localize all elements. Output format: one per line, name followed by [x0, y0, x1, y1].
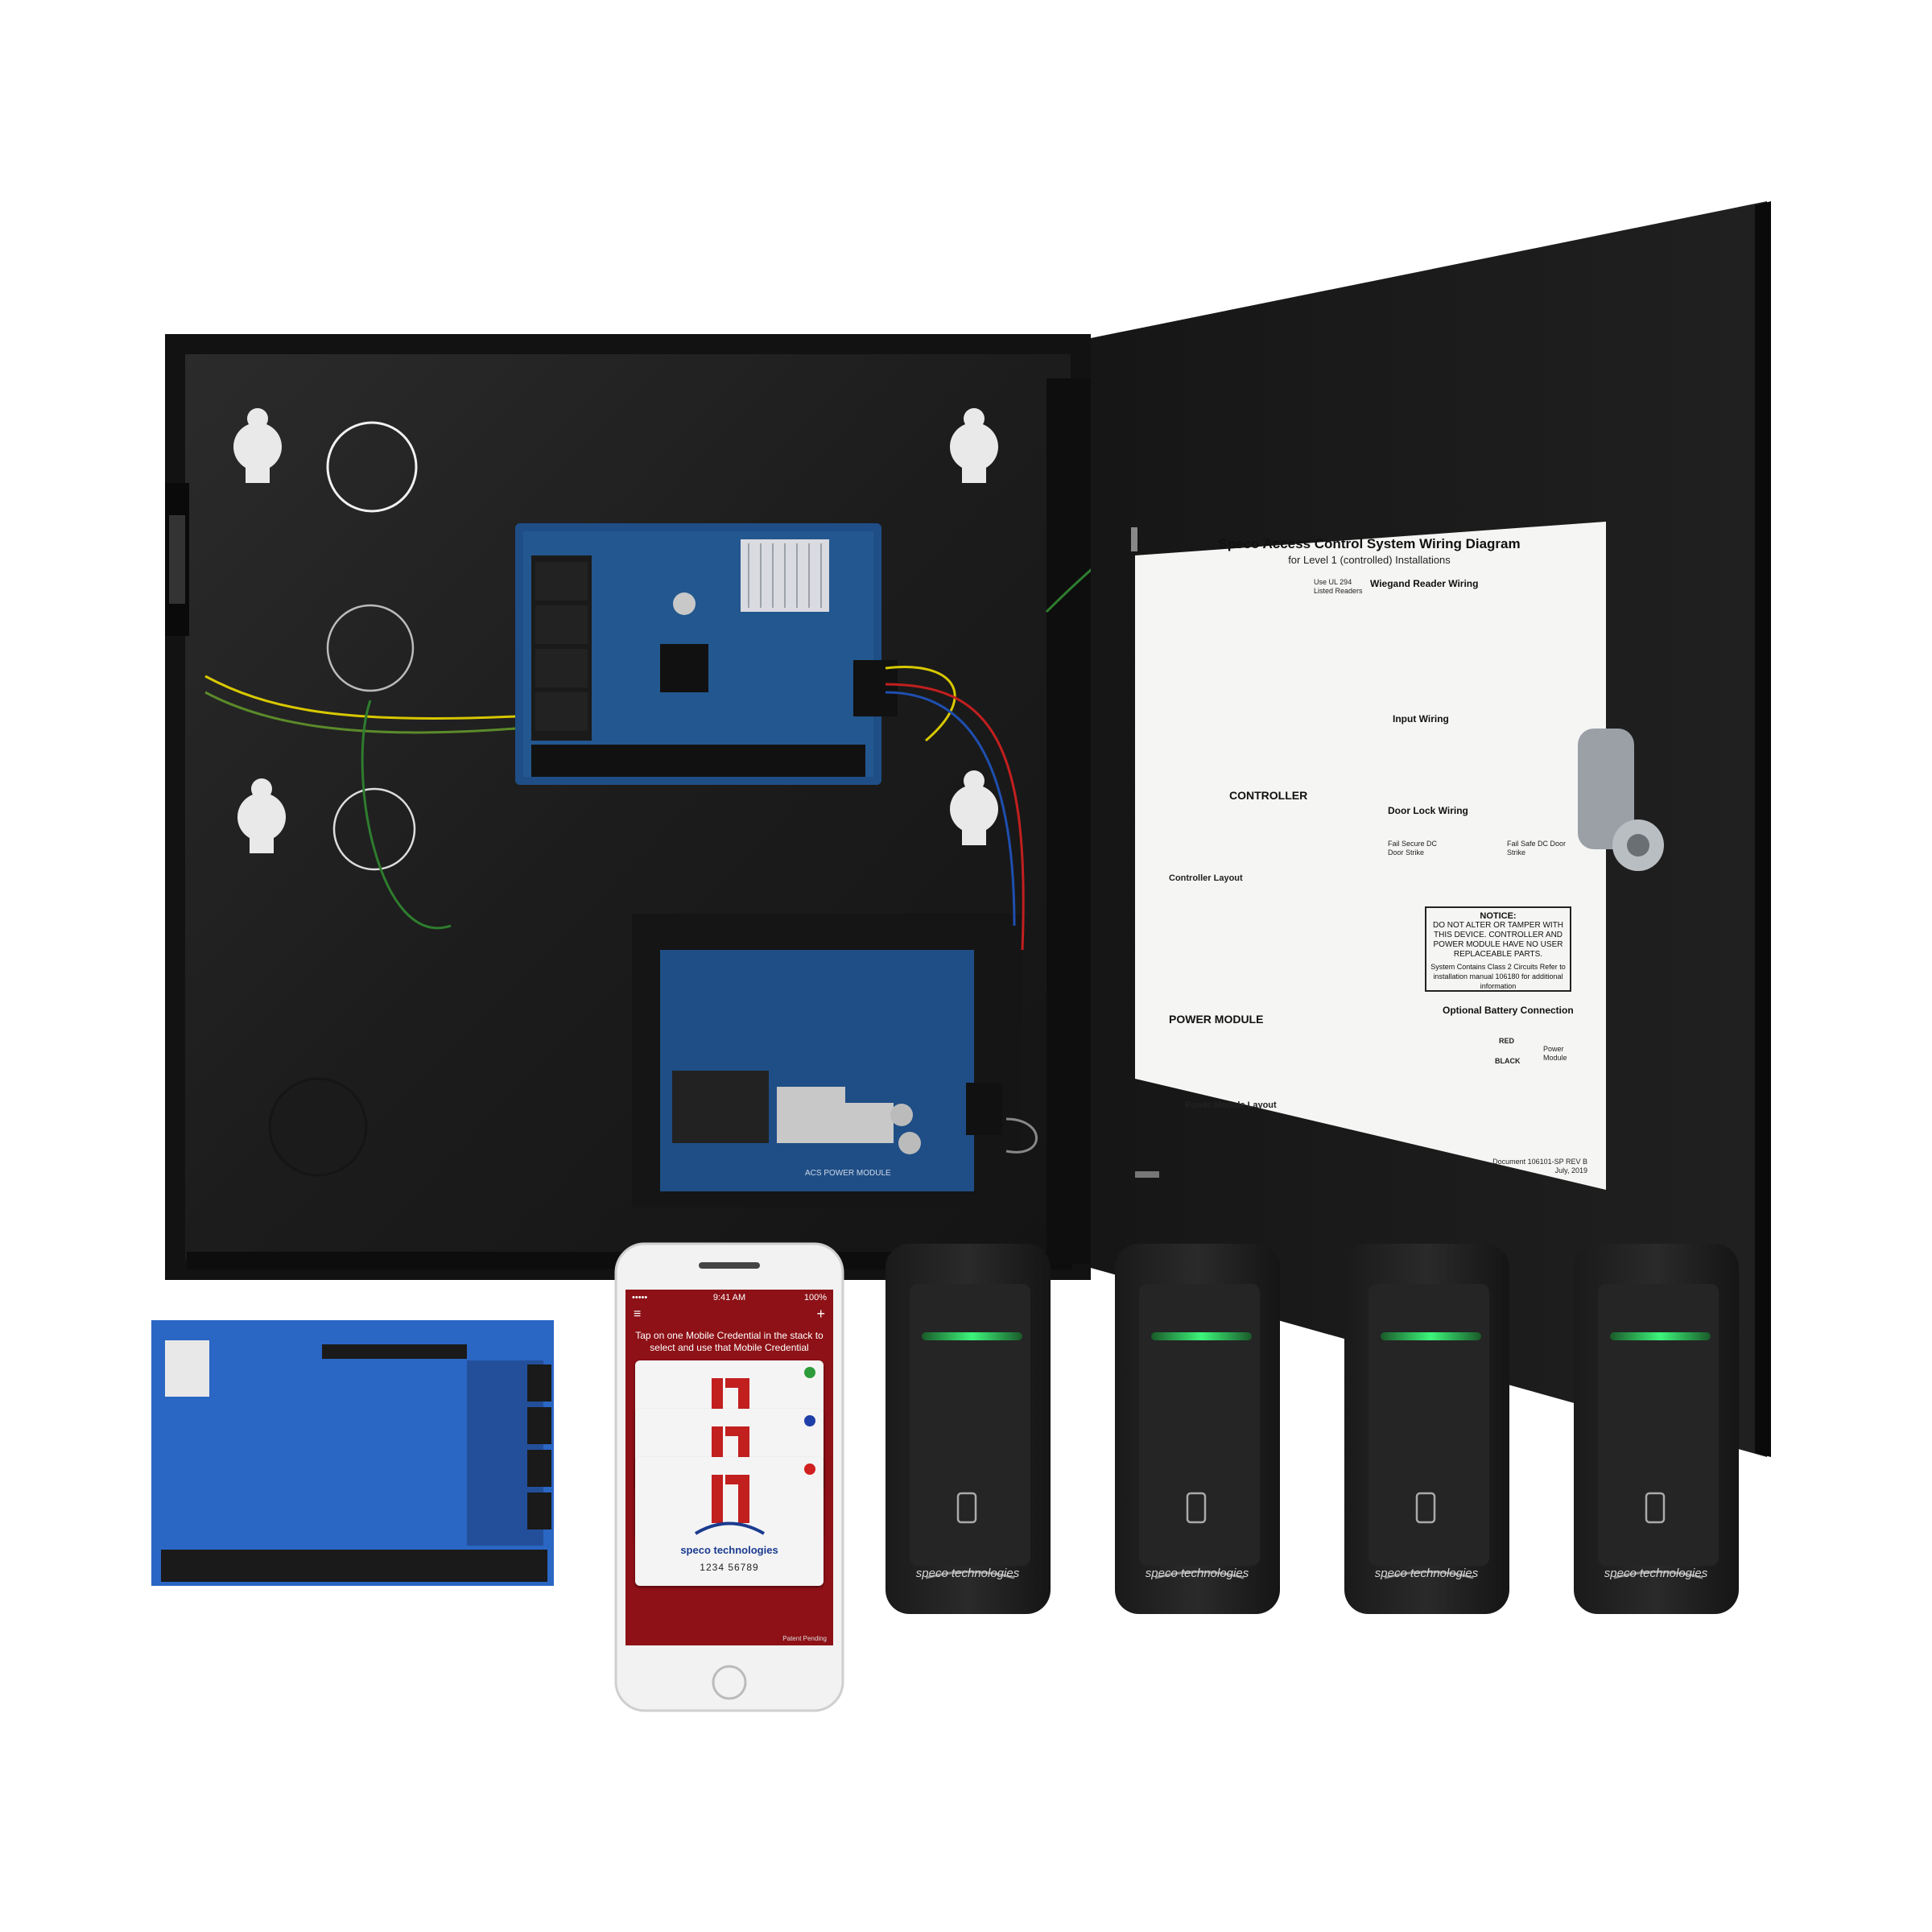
input-label: Input Wiring: [1393, 713, 1449, 724]
reader-brand: speco technologies: [915, 1567, 1020, 1580]
knockout-circle: [332, 787, 416, 871]
controller-label: CONTROLLER: [1229, 789, 1308, 802]
credential-card-selected[interactable]: speco technologies 1234 56789: [635, 1457, 824, 1586]
power-module: ACS POWER MODULE: [632, 914, 1022, 1208]
expansion-board: [151, 1320, 554, 1586]
keyhole-mount-bottom-right: [950, 770, 998, 845]
card-reader: [1574, 1244, 1739, 1614]
card-number: 1234 56789: [700, 1562, 759, 1573]
notice-title: NOTICE:: [1480, 911, 1517, 921]
battery-red-label: RED: [1499, 1037, 1515, 1045]
fail-secure-label: Fail Secure DC Door Strike: [1388, 840, 1438, 857]
add-credential-icon[interactable]: +: [816, 1306, 825, 1322]
knockout-circle: [326, 421, 418, 513]
card-status-dot: [804, 1463, 815, 1475]
power-module-title: POWER MODULE: [1169, 1013, 1264, 1026]
card-reader: [1344, 1244, 1509, 1614]
enclosure-door: [1091, 201, 1771, 1457]
notice-box: NOTICE: DO NOT ALTER OR TAMPER WITH THIS…: [1425, 906, 1571, 992]
controller-layout-label: Controller Layout: [1169, 873, 1243, 883]
keyhole-mount-bottom-left: [237, 778, 286, 853]
menu-icon[interactable]: ≡: [634, 1307, 642, 1321]
card-brand: speco technologies: [680, 1544, 778, 1556]
patent-text: Patent Pending: [782, 1635, 827, 1642]
fail-safe-label: Fail Safe DC Door Strike: [1507, 840, 1567, 857]
keyhole-mount-top-right: [950, 408, 998, 483]
reader-brand: speco technologies: [1604, 1567, 1708, 1580]
readers-note: Use UL 294 Listed Readers: [1314, 578, 1363, 595]
speco-logo-icon: [694, 1475, 766, 1535]
power-module-label: ACS POWER MODULE: [805, 1169, 891, 1178]
signal-indicator: •••••: [632, 1293, 648, 1302]
battery-level: 100%: [803, 1293, 827, 1302]
reader-brand: speco technologies: [1145, 1567, 1249, 1580]
notice-sub: System Contains Class 2 Circuits Refer t…: [1430, 963, 1566, 990]
app-nav-bar: ≡ +: [625, 1306, 833, 1323]
enclosure-box: [165, 334, 1095, 1280]
diagram-subtitle: for Level 1 (controlled) Installations: [1288, 554, 1451, 566]
document-number: Document 106101-SP REV B July, 2019: [1492, 1158, 1587, 1174]
door-lock-label: Door Lock Wiring: [1388, 805, 1468, 816]
card-status-dot: [804, 1415, 815, 1426]
notice-text: DO NOT ALTER OR TAMPER WITH THIS DEVICE.…: [1432, 921, 1564, 959]
battery-label: Optional Battery Connection: [1443, 1005, 1574, 1016]
keyhole-mount-top-left: [233, 408, 282, 483]
status-bar: ••••• 9:41 AM 100%: [625, 1293, 833, 1302]
card-reader: [1115, 1244, 1280, 1614]
instruction-text: Tap on one Mobile Credential in the stac…: [635, 1330, 824, 1353]
wiegand-label: Wiegand Reader Wiring: [1370, 578, 1479, 589]
knockout-circle: [326, 604, 415, 692]
battery-power-module-label: Power Module: [1543, 1045, 1567, 1062]
power-layout-label: Power Module Layout: [1185, 1100, 1277, 1110]
phone-screen: ••••• 9:41 AM 100% ≡ + Tap on one Mobile…: [625, 1290, 833, 1645]
diagram-title: Speco Access Control System Wiring Diagr…: [1218, 536, 1521, 551]
credential-stack: speco technologies 1234 56789: [635, 1360, 824, 1626]
battery-black-label: BLACK: [1495, 1057, 1521, 1065]
wiring-diagram-label: Speco Access Control System Wiring Diagr…: [1137, 522, 1602, 1188]
card-reader: [886, 1244, 1051, 1614]
status-time: 9:41 AM: [712, 1293, 746, 1302]
card-readers: [886, 1244, 1739, 1614]
controller-board: [515, 523, 898, 785]
knockout-circle: [268, 1077, 368, 1177]
card-status-dot: [804, 1367, 815, 1378]
reader-brand: speco technologies: [1374, 1567, 1479, 1580]
